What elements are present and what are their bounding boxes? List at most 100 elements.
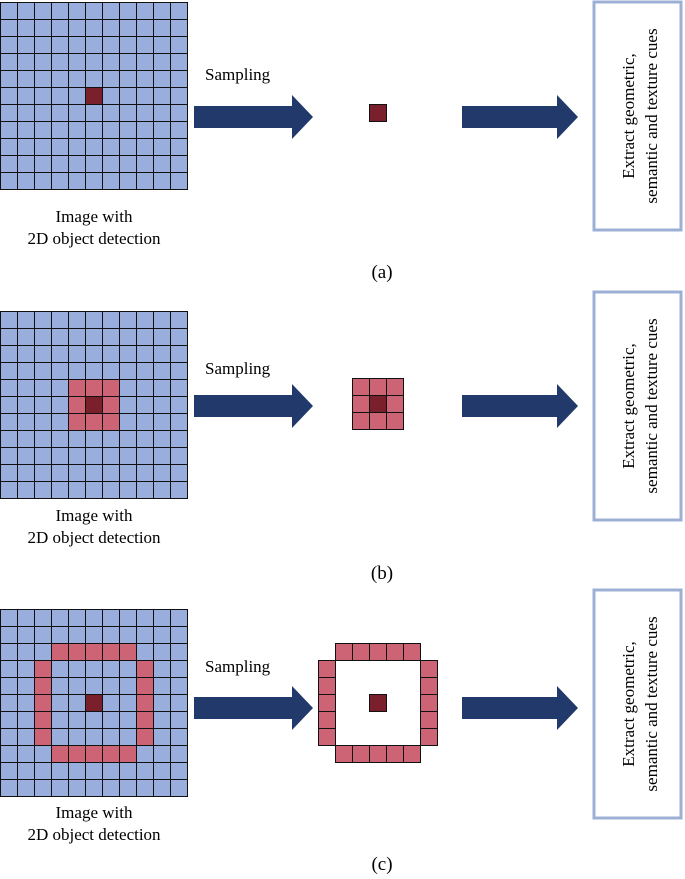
detected-center-pixel	[85, 694, 103, 712]
sampled-neighbor-pixel	[420, 728, 438, 746]
grid-cell	[153, 328, 171, 346]
sampled-neighbor-pixel	[403, 745, 421, 763]
grid-cell	[102, 172, 120, 190]
sampled-neighbor-pixel	[352, 412, 370, 430]
grid-cell	[170, 70, 188, 88]
grid-cell	[170, 172, 188, 190]
grid-cell	[17, 311, 35, 329]
right-arrow-icon	[462, 686, 578, 730]
grid-cell	[136, 379, 154, 397]
grid-cell	[170, 711, 188, 729]
grid-cell	[34, 430, 52, 448]
grid-cell	[0, 728, 18, 746]
grid-cell	[34, 481, 52, 499]
grid-cell	[170, 379, 188, 397]
sampled-neighbor-pixel	[34, 728, 52, 746]
sampled-neighbor-pixel	[68, 413, 86, 431]
image-label-line1: Image with	[56, 803, 133, 822]
grid-cell	[136, 413, 154, 431]
grid-cell	[136, 19, 154, 37]
right-arrow-icon	[462, 95, 578, 139]
grid-cell	[85, 2, 103, 20]
grid-cell	[119, 19, 137, 37]
grid-cell	[136, 121, 154, 139]
sampled-neighbor-pixel	[34, 660, 52, 678]
grid-cell	[119, 711, 137, 729]
grid-cell	[34, 447, 52, 465]
grid-cell	[136, 762, 154, 780]
grid-cell	[136, 745, 154, 763]
grid-cell	[0, 660, 18, 678]
grid-cell	[68, 138, 86, 156]
grid-cell	[153, 19, 171, 37]
detected-center-pixel	[85, 396, 103, 414]
grid-cell	[85, 172, 103, 190]
sampled-neighbor-pixel	[386, 395, 404, 413]
grid-cell	[136, 626, 154, 644]
grid-cell	[170, 413, 188, 431]
grid-cell	[136, 155, 154, 173]
grid-cell	[136, 609, 154, 627]
sampled-neighbor-pixel	[369, 412, 387, 430]
grid-cell	[102, 36, 120, 54]
grid-cell	[68, 345, 86, 363]
grid-cell	[85, 609, 103, 627]
sampled-neighbor-pixel	[85, 643, 103, 661]
box-text-line1: Extract geometric,	[619, 343, 638, 469]
grid-cell	[0, 396, 18, 414]
grid-cell	[51, 626, 69, 644]
sampled-neighbor-pixel	[352, 395, 370, 413]
sampled-center-pixel	[369, 694, 387, 712]
sampled-neighbor-pixel	[420, 660, 438, 678]
sampled-neighbor-pixel	[352, 378, 370, 396]
grid-cell	[85, 481, 103, 499]
sampled-neighbor-pixel	[34, 694, 52, 712]
grid-cell	[136, 104, 154, 122]
grid-cell	[170, 609, 188, 627]
grid-cell	[102, 762, 120, 780]
grid-cell	[119, 36, 137, 54]
grid-cell	[51, 2, 69, 20]
grid-cell	[51, 447, 69, 465]
grid-cell	[153, 413, 171, 431]
grid-cell	[153, 711, 171, 729]
panel-a: Image with 2D object detection Sampling …	[0, 0, 683, 283]
grid-cell	[85, 660, 103, 678]
grid-cell	[119, 70, 137, 88]
detected-center-pixel	[85, 87, 103, 105]
grid-cell	[170, 660, 188, 678]
grid-cell	[51, 70, 69, 88]
sampled-neighbor-pixel	[318, 728, 336, 746]
grid-cell	[153, 609, 171, 627]
grid-cell	[119, 328, 137, 346]
grid-cell	[102, 328, 120, 346]
sampled-neighbor-pixel	[318, 694, 336, 712]
grid-cell	[0, 121, 18, 139]
grid-cell	[136, 2, 154, 20]
sampled-neighbor-pixel	[420, 694, 438, 712]
sampled-neighbor-pixel	[386, 643, 404, 661]
right-arrow-icon	[462, 384, 578, 428]
grid-cell	[17, 362, 35, 380]
sampled-neighbor-pixel	[85, 379, 103, 397]
sampled-neighbor-pixel	[34, 711, 52, 729]
grid-cell	[85, 464, 103, 482]
grid-cell	[68, 121, 86, 139]
grid-cell	[51, 104, 69, 122]
grid-cell	[170, 53, 188, 71]
grid-cell	[34, 345, 52, 363]
grid-cell	[0, 53, 18, 71]
grid-cell	[85, 626, 103, 644]
grid-cell	[34, 745, 52, 763]
grid-cell	[85, 311, 103, 329]
grid-cell	[153, 138, 171, 156]
panel-caption: (a)	[371, 262, 392, 283]
grid-cell	[136, 328, 154, 346]
grid-cell	[136, 481, 154, 499]
grid-cell	[85, 155, 103, 173]
sampled-neighbor-pixel	[85, 745, 103, 763]
sampling-label: Sampling	[205, 65, 271, 84]
grid-cell	[102, 779, 120, 797]
grid-cell	[51, 155, 69, 173]
